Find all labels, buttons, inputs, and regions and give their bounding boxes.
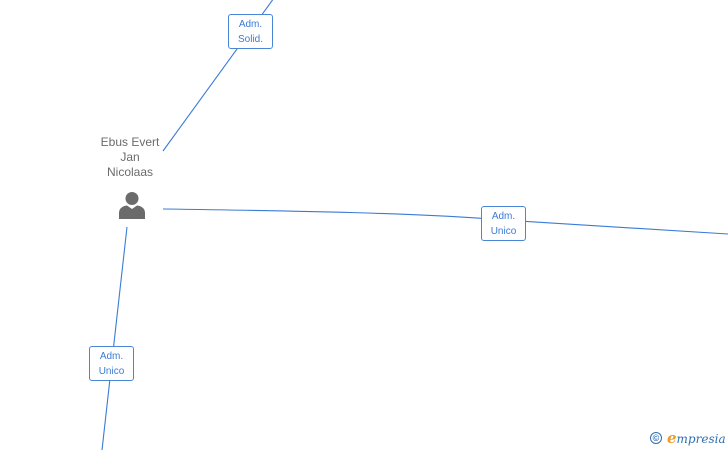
copyright-icon: ©	[650, 432, 662, 444]
edge-bottom	[101, 226, 128, 450]
brand-logo-rest: mpresia	[676, 432, 726, 446]
brand-logo: e mpresia	[667, 429, 726, 447]
person-name-line1: Ebus Evert	[100, 135, 160, 149]
relation-badge-right-line2: Unico	[490, 225, 517, 237]
relation-badge-top-line1: Adm.	[238, 18, 263, 30]
relation-badge-right-line1: Adm.	[491, 210, 516, 222]
brand-logo-initial: e	[667, 429, 677, 447]
relation-badge-bottom[interactable]: Adm. Unico	[89, 346, 134, 381]
edge-right	[162, 208, 728, 235]
relation-badge-top-line2: Solid.	[237, 33, 263, 45]
person-name-line3: Nicolaas	[106, 165, 154, 179]
person-name-line2: Jan	[120, 150, 140, 164]
relation-badge-top[interactable]: Adm. Solid.	[228, 14, 273, 49]
relation-badge-bottom-line1: Adm.	[99, 350, 124, 362]
brand-watermark: © e mpresia	[650, 429, 726, 447]
relation-badge-right[interactable]: Adm. Unico	[481, 206, 526, 241]
person-icon[interactable]	[117, 191, 147, 219]
relation-badge-bottom-line2: Unico	[98, 365, 125, 377]
person-name[interactable]: Ebus Evert Jan Nicolaas	[80, 135, 180, 180]
